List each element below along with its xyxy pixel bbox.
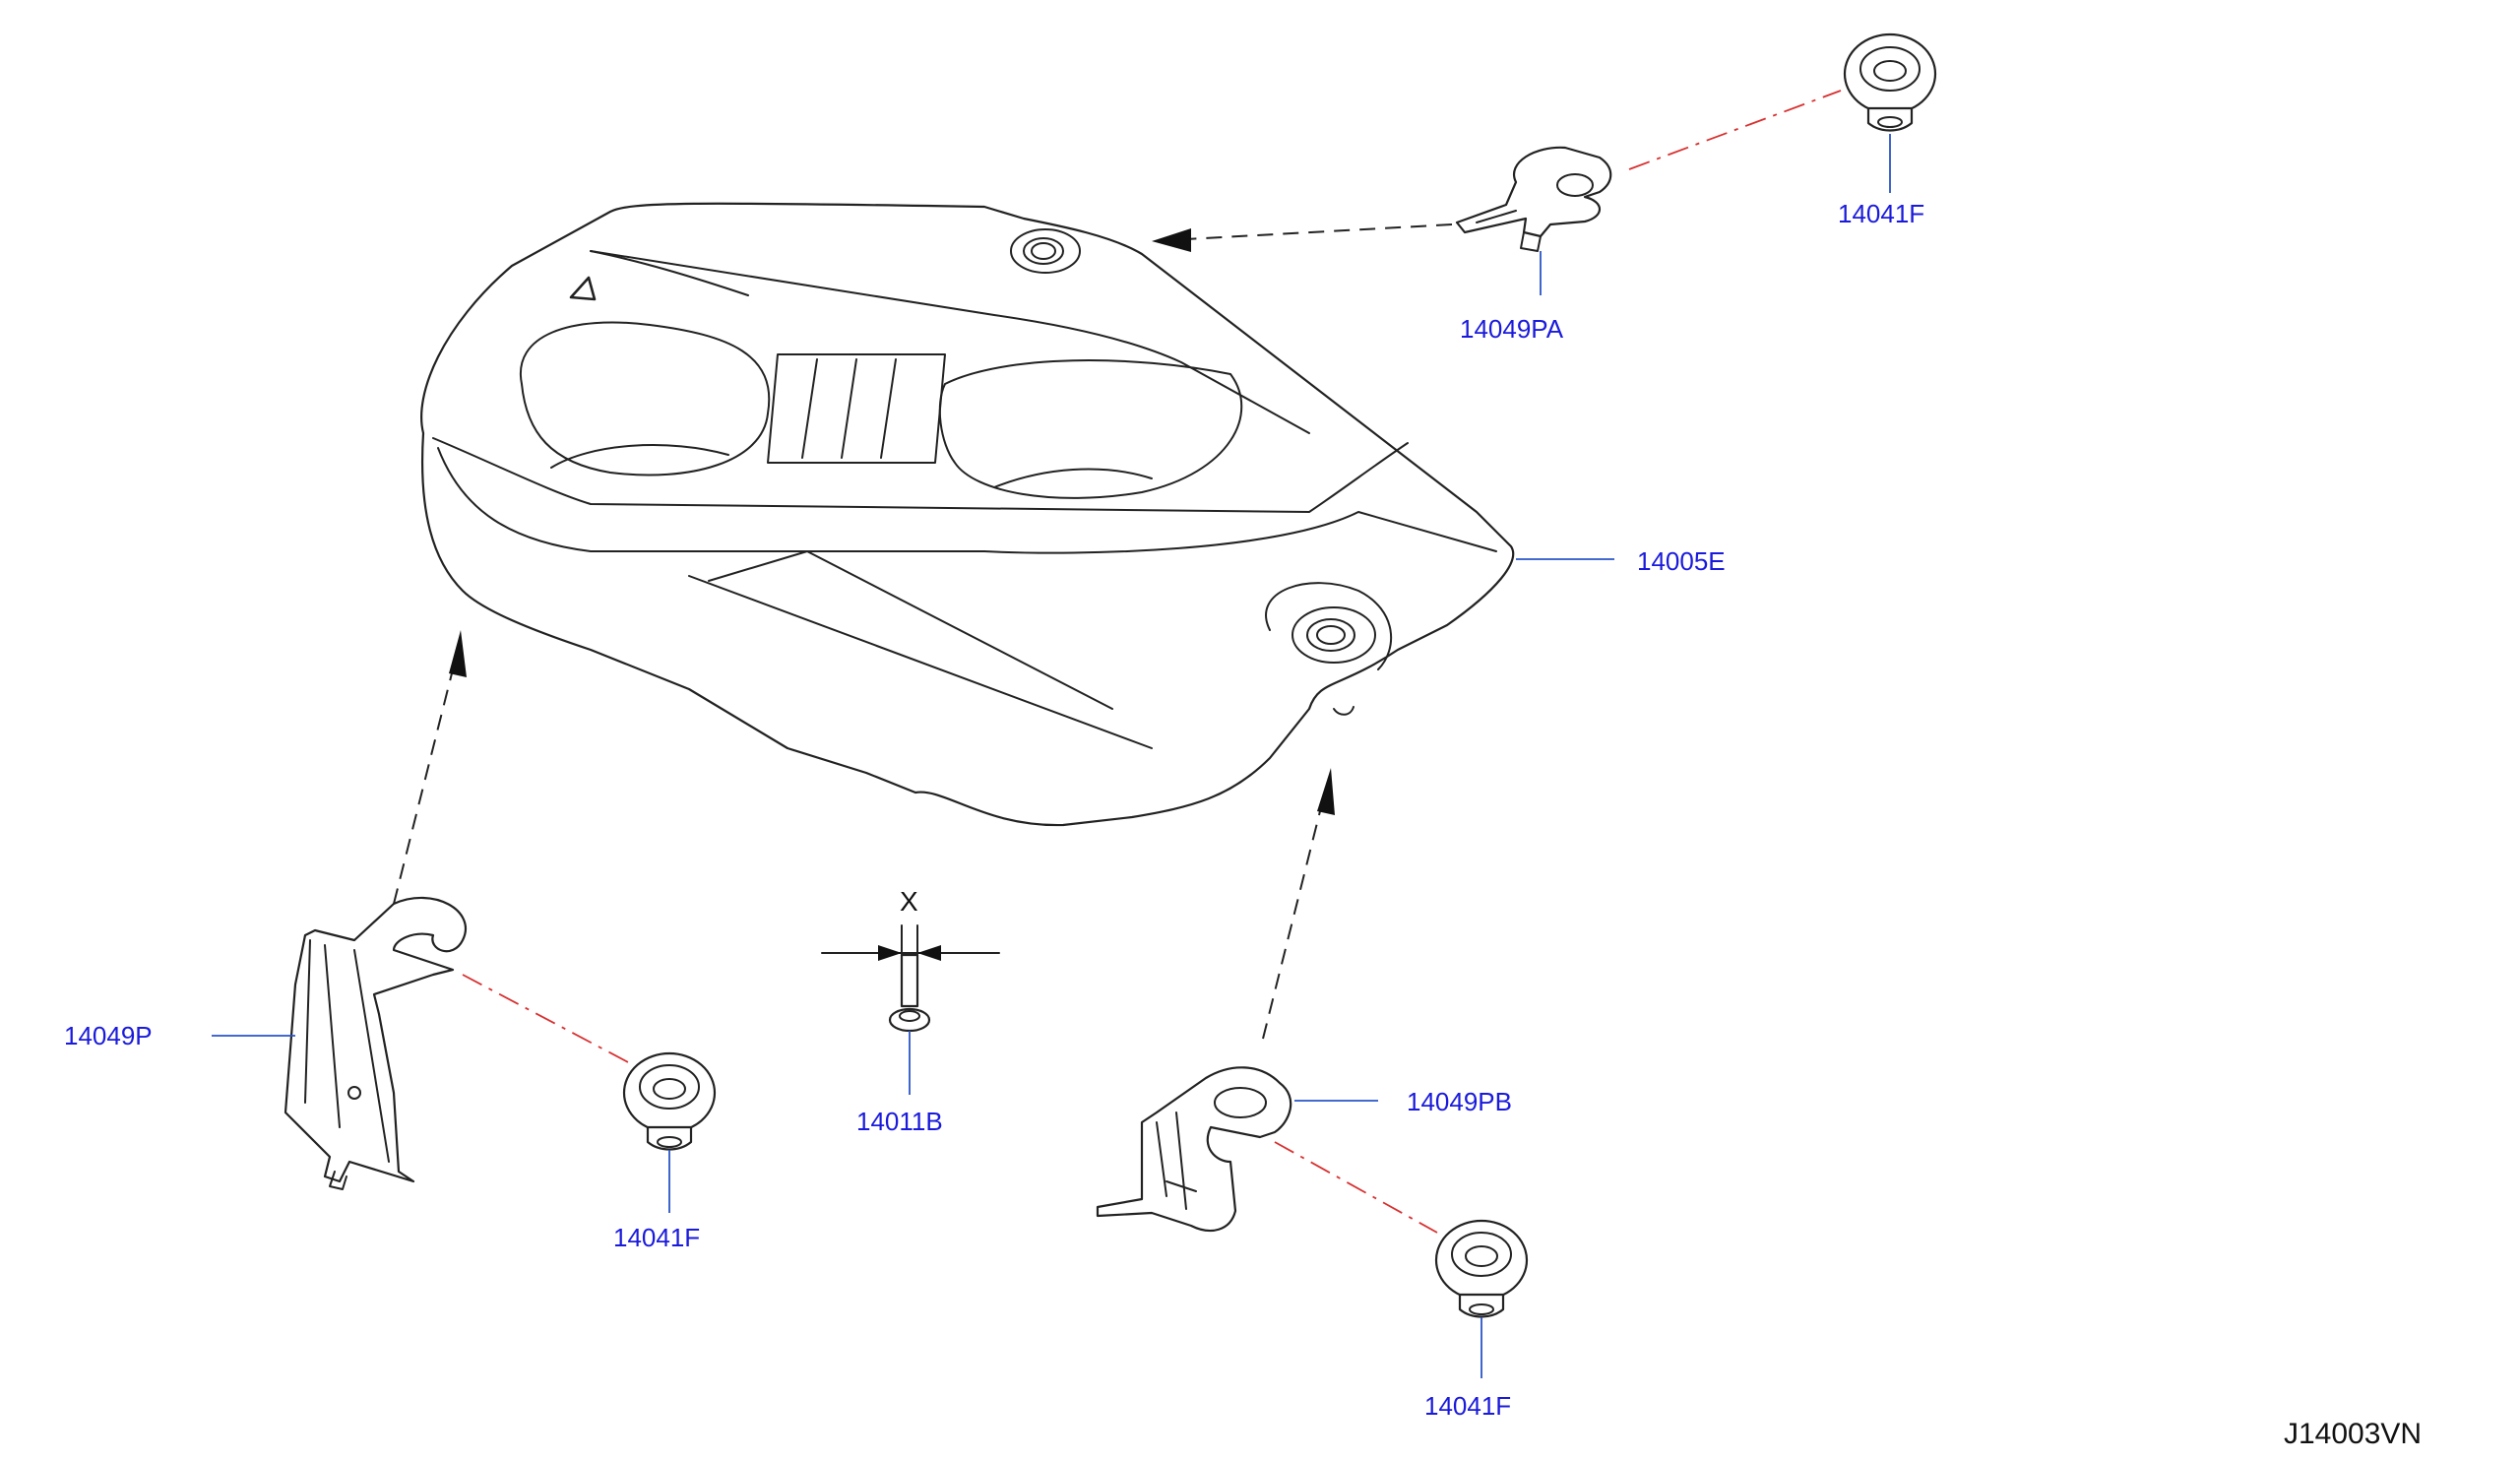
bracket-14049pb[interactable] — [1096, 1066, 1292, 1233]
label-dimension-x: X — [900, 886, 918, 917]
label-bracket-pb[interactable]: 14049PB — [1407, 1087, 1512, 1116]
bolt-14011b[interactable] — [888, 953, 931, 1033]
assembly-line-pb-to-cover — [1262, 768, 1335, 1040]
grommet-right[interactable] — [1434, 1219, 1529, 1318]
bracket-14049pa[interactable] — [1455, 146, 1612, 252]
label-grommet-top[interactable]: 14041F — [1838, 199, 1924, 228]
cover-mount-boss-right — [1265, 582, 1392, 670]
red-centerline-right — [1274, 1141, 1438, 1234]
label-bracket-p[interactable]: 14049P — [64, 1021, 153, 1050]
grommet-left[interactable] — [622, 1051, 717, 1151]
label-bolt[interactable]: 14011B — [856, 1107, 943, 1136]
dimension-x-indicator — [821, 924, 1000, 971]
cover-mount-boss-top — [1010, 228, 1081, 274]
label-grommet-left[interactable]: 14041F — [613, 1223, 700, 1252]
assembly-line-p-to-cover — [393, 630, 467, 905]
diagram-code: J14003VN — [2284, 1418, 2422, 1450]
grommet-top[interactable] — [1843, 32, 1937, 132]
label-bracket-pa[interactable]: 14049PA — [1460, 314, 1564, 344]
assembly-line-pa-to-cover — [1152, 223, 1453, 252]
label-grommet-right[interactable]: 14041F — [1424, 1391, 1511, 1421]
bracket-14049p[interactable] — [284, 896, 467, 1190]
red-centerline-top — [1628, 90, 1842, 170]
label-engine-cover[interactable]: 14005E — [1637, 546, 1726, 576]
red-centerline-left — [462, 974, 631, 1064]
engine-cover[interactable] — [420, 202, 1515, 827]
